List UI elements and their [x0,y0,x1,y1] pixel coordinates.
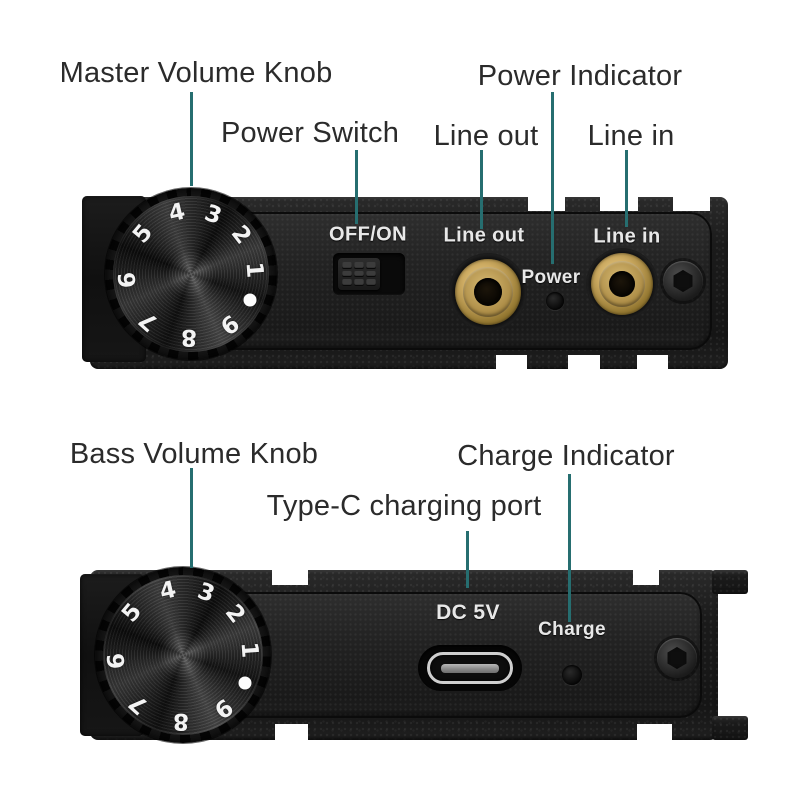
charge-led [562,665,582,685]
chassis-tab [712,570,748,594]
dc-5v-print: DC 5V [436,601,500,624]
callout-line-charge-indicator [568,474,571,622]
power-led [546,292,564,310]
grip-bump [354,262,364,269]
chassis-notch [600,196,638,211]
knob-position-dot [238,676,252,690]
off-on-print: OFF/ON [329,223,407,246]
grip-bump [366,270,376,278]
power-switch-slider [338,258,380,290]
grip-bump [342,279,352,286]
line-in-label: Line in [587,120,675,152]
chassis-notch [633,569,659,585]
hex-screw-socket [673,270,693,292]
knob-number: 1 [240,261,268,279]
power-switch-label: Power Switch [220,117,400,149]
knob-number: 1 [235,641,263,659]
knob-number: 8 [172,707,190,735]
chassis-notch [673,196,710,211]
chassis-notch [528,196,565,211]
knob-number: 6 [103,651,131,671]
callout-line-line-in [625,150,628,227]
chassis-notch [637,724,672,740]
grip-bump [366,262,376,269]
bass-volume-knob-face [103,575,263,735]
charge-indicator-label: Charge Indicator [457,440,675,472]
chassis-notch [496,355,527,370]
knob-position-dot [243,293,257,307]
type-c-port-label: Type-C charging port [266,490,542,522]
power-print: Power [521,267,581,288]
line-out-jack-hole [474,278,502,306]
grip-bump [342,262,352,269]
callout-line-master-volume [190,92,193,186]
chassis-notch [275,724,308,740]
line-in-print: Line in [593,225,661,248]
chassis-notch [637,355,668,370]
master-volume-knob-label: Master Volume Knob [59,57,333,89]
callout-line-power-switch [355,150,358,224]
bass-volume-knob-label: Bass Volume Knob [69,438,319,470]
callout-line-bass-volume [190,468,193,568]
grip-bump [342,270,352,278]
line-out-print: Line out [443,224,525,247]
chassis-tab [712,716,748,740]
callout-line-type-c [466,531,469,588]
usb-c-port-tongue [441,664,499,673]
charge-print: Charge [538,619,606,640]
grip-bump [366,279,376,286]
knob-number: 8 [180,323,198,351]
line-out-label: Line out [433,120,539,152]
knob-number: 6 [114,270,142,290]
callout-line-line-out [480,150,483,229]
grip-bump [354,279,364,286]
master-volume-knob-face [113,196,269,352]
chassis-notch [568,355,600,370]
line-in-jack-hole [609,271,635,297]
hex-screw-socket [667,647,687,669]
chassis-notch [272,569,308,585]
power-indicator-label: Power Indicator [477,60,683,92]
grip-bump [354,270,364,278]
callout-line-power-indicator [551,92,554,264]
